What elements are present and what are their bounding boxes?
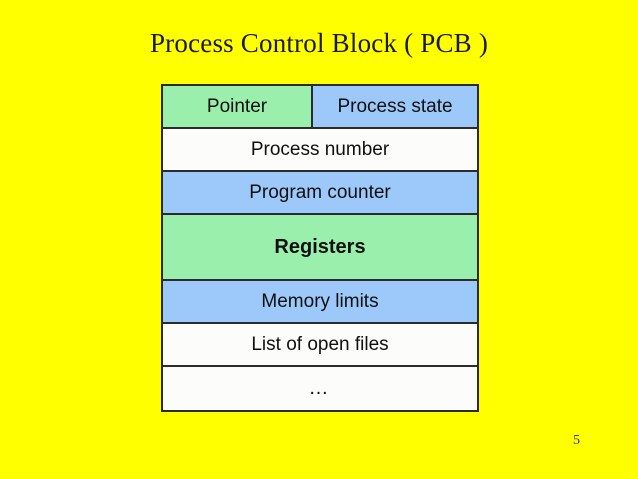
pcb-cell-memory-limits: Memory limits (163, 281, 477, 322)
pcb-cell-list-of-open-files: List of open files (163, 324, 477, 365)
pcb-cell-pointer: Pointer (163, 86, 313, 127)
pcb-cell-process-number: Process number (163, 129, 477, 170)
pcb-cell-program-counter: Program counter (163, 172, 477, 213)
table-row: Pointer Process state (163, 86, 477, 129)
page-number: 5 (573, 433, 580, 448)
table-row: … (163, 367, 477, 410)
table-row: Registers (163, 215, 477, 281)
pcb-cell-ellipsis: … (163, 367, 477, 410)
table-row: Memory limits (163, 281, 477, 324)
table-row: Program counter (163, 172, 477, 215)
table-row: Process number (163, 129, 477, 172)
page-title: Process Control Block ( PCB ) (149, 28, 489, 58)
pcb-table: Pointer Process state Process number Pro… (161, 84, 479, 412)
pcb-cell-registers: Registers (163, 215, 477, 279)
pcb-cell-process-state: Process state (313, 86, 477, 127)
table-row: List of open files (163, 324, 477, 367)
